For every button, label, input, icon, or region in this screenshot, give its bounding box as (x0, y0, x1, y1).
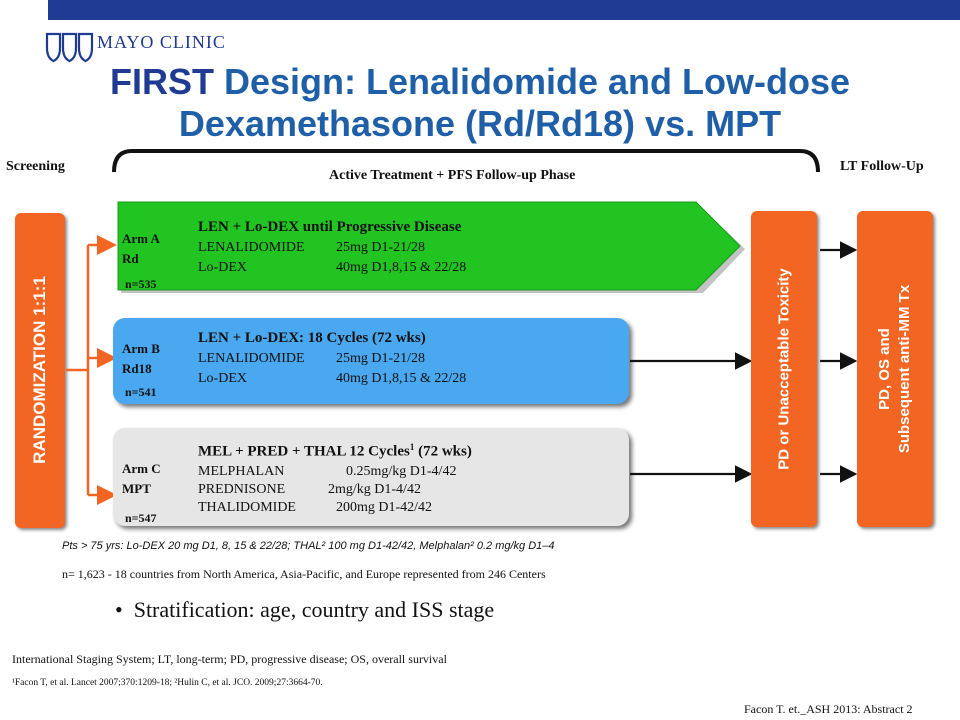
arm-a-drug-2: Lo-DEX (198, 260, 247, 275)
arm-a-label: Arm A Rd (122, 229, 160, 269)
arm-a-details: LEN + Lo-DEX until Progressive Disease L… (198, 217, 466, 278)
arm-a-dose-1: 25mg D1-21/28 (336, 240, 426, 255)
arm-c-dose-2: 2mg/kg D1-4/42 (328, 481, 421, 497)
arm-c-label: Arm C MPT (122, 459, 161, 499)
page-title-line-2: Dexamethasone (Rd/Rd18) vs. MPT (178, 103, 782, 144)
arm-b-drug-1: LENALIDOMIDE (198, 351, 305, 366)
arm-c-dose-1: 0.25mg/kg D1-4/42 (346, 463, 457, 479)
arm-b-dose-1: 25mg D1-21/28 (336, 351, 426, 366)
elderly-dosing-note: Pts > 75 yrs: Lo-DEX 20 mg D1, 8, 15 & 2… (62, 540, 555, 552)
arm-a-dose-2: 40mg D1,8,15 & 22/28 (336, 260, 467, 275)
arm-c-box (113, 428, 629, 526)
top-bar (48, 0, 960, 20)
mayo-shield-logo-icon (45, 32, 94, 63)
arm-b-regimen: Rd18 (122, 361, 152, 376)
arm-a-name: Arm A (122, 231, 160, 246)
arm-a-title: LEN + Lo-DEX until Progressive Disease (198, 219, 462, 235)
arm-a-arrow-shape (117, 201, 745, 293)
pd-toxicity-box: PD or Unacceptable Toxicity (751, 211, 817, 527)
flow-arrows (630, 241, 858, 483)
title-rest: Design: Lenalidomide and Low-dose (213, 61, 851, 102)
arm-b-label: Arm B Rd18 (122, 339, 160, 379)
arm-c-title: MEL + PRED + THAL 12 Cycles (198, 443, 410, 460)
logo-text: MAYO CLINIC (97, 32, 226, 52)
arm-b-title: LEN + Lo-DEX: 18 Cycles (72 wks) (198, 330, 426, 346)
arm-c-title-sup: 1 (409, 442, 415, 452)
stratification-text: Stratification: age, country and ISS sta… (133, 597, 495, 622)
arm-b-n: n=541 (125, 385, 157, 399)
arm-c-drug-1: MELPHALAN (198, 463, 285, 479)
arm-b-details: LEN + Lo-DEX: 18 Cycles (72 wks) LENALID… (198, 328, 466, 389)
pd-toxicity-label: PD or Unacceptable Toxicity (775, 268, 793, 470)
arm-b-name: Arm B (122, 341, 160, 356)
arm-c-name: Arm C (122, 461, 161, 476)
arm-c-drug-2: PREDNISONE (198, 481, 286, 497)
lt-followup-text: PD, OS and Subsequent anti-MM Tx (875, 285, 915, 453)
lt-followup-box: PD, OS and Subsequent anti-MM Tx (857, 211, 933, 527)
arm-b-drug-2: Lo-DEX (198, 371, 247, 386)
lt-followup-label: LT Follow-Up (840, 159, 924, 174)
arm-b-box (113, 318, 629, 404)
bullet-icon: • (115, 597, 123, 622)
lt-followup-line-2: Subsequent anti-MM Tx (896, 284, 913, 454)
randomization-connectors (66, 235, 117, 505)
stratification-bullet: • Stratification: age, country and ISS s… (115, 597, 494, 623)
arm-c-drug-3: THALIDOMIDE (198, 499, 296, 515)
screening-label: Screening (6, 159, 65, 174)
phase-bracket (112, 149, 820, 173)
arm-c-regimen: MPT (122, 481, 151, 496)
arm-a-n: n=535 (125, 277, 157, 291)
active-phase-label: Active Treatment + PFS Follow-up Phase (329, 168, 576, 183)
arm-c-title-suffix: (72 wks) (414, 443, 472, 460)
page-title-line-1: FIRST Design: Lenalidomide and Low-dose (0, 62, 960, 102)
citation: Facon T. et._ASH 2013: Abstract 2 (744, 702, 913, 716)
references: ¹Facon T, et al. Lancet 2007;370:1209-18… (12, 678, 323, 688)
arm-b-dose-2: 40mg D1,8,15 & 22/28 (336, 371, 467, 386)
arm-c-details: MEL + PRED + THAL 12 Cycles1 (72 wks) ME… (198, 437, 472, 517)
title-prefix: FIRST (109, 61, 214, 102)
arm-c-dose-3: 200mg D1-42/42 (336, 499, 433, 515)
lt-followup-line-1: PD, OS and (876, 328, 893, 410)
randomization-label: RANDOMIZATION 1:1:1 (30, 276, 49, 464)
arm-c-n: n=547 (125, 511, 157, 525)
abbreviations: International Staging System; LT, long-t… (12, 652, 447, 666)
arm-a-drug-1: LENALIDOMIDE (198, 240, 305, 255)
enrollment-note: n= 1,623 - 18 countries from North Ameri… (62, 567, 546, 581)
arm-a-regimen: Rd (122, 251, 139, 266)
randomization-box: RANDOMIZATION 1:1:1 (15, 213, 65, 528)
